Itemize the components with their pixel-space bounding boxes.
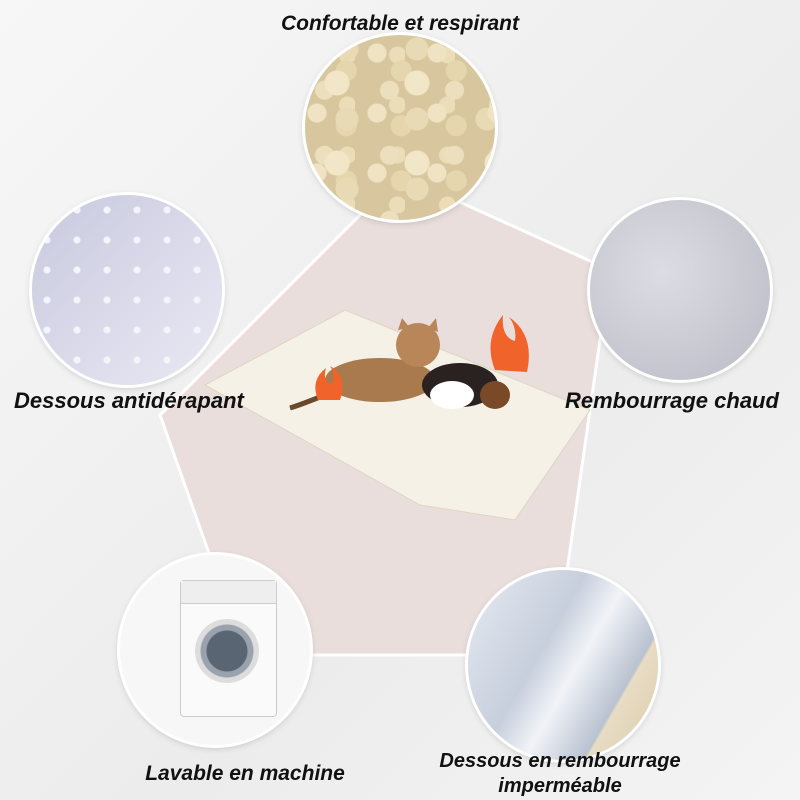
fleece-texture-circle: [305, 35, 495, 220]
washing-machine-icon: [180, 580, 277, 717]
feature-label-anti-slip: Dessous antidérapant: [14, 388, 244, 413]
flame-icon: [315, 366, 343, 400]
padding-felt-circle: [590, 200, 770, 380]
feature-label-breathable: Confortable et respirant: [280, 12, 520, 35]
feature-label-waterproof-line1: Dessous en rembourrage: [439, 750, 681, 772]
anti-slip-dots-circle: [32, 195, 222, 385]
feature-label-waterproof-line2: imperméable: [498, 775, 622, 797]
cat-body: [325, 358, 435, 402]
cat-head: [396, 323, 440, 367]
waterproof-layer-circle: [468, 570, 658, 760]
washing-machine-circle: [120, 555, 310, 745]
flame-icon: [490, 315, 529, 372]
mat: [203, 309, 591, 521]
feature-label-warm-padding: Rembourrage chaud: [565, 388, 779, 413]
feature-label-machine-washable: Lavable en machine: [145, 762, 345, 785]
